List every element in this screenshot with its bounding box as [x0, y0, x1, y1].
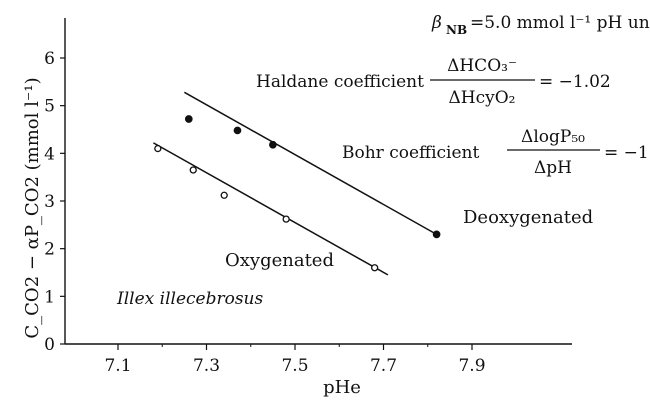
y-tick-label-5: 5: [44, 97, 55, 117]
bohr-label: Bohr coefficient: [342, 143, 480, 163]
data-point-oxygenated-2: [220, 191, 228, 199]
fit-line-deoxygenated: [184, 91, 437, 236]
x-tick-label-2: 7.5: [281, 356, 308, 376]
x-tick-label-1: 7.3: [193, 356, 220, 376]
x-tick-label-4: 7.9: [458, 356, 485, 376]
y-tick-label-4: 4: [44, 144, 55, 164]
data-point-oxygenated-0: [154, 144, 162, 153]
haldane-denominator: ΔHcyO₂: [449, 88, 516, 108]
fit-line-oxygenated: [153, 142, 389, 276]
bohr-numerator: ΔlogP₅₀: [521, 127, 585, 147]
bohr-value: = −1.07: [604, 143, 650, 163]
data-point-oxygenated-3: [282, 215, 290, 223]
x-tick-label-3: 7.7: [370, 356, 397, 376]
haldane-value: = −1.02: [539, 72, 611, 92]
data-point-oxygenated-4: [370, 264, 379, 272]
bohr-denominator: ΔpH: [534, 158, 572, 178]
beta-annotation: β NB =5.0 mmol l⁻¹ pH unit⁻¹: [431, 13, 650, 37]
y-tick-label-6: 6: [44, 49, 55, 69]
data-point-deoxygenated-1: [233, 126, 242, 135]
y-tick-label-1: 1: [44, 287, 55, 307]
beta-symbol: β: [431, 13, 442, 33]
y-axis-title: C_CO2 − αP_CO2 (mmol l⁻¹): [22, 77, 43, 338]
data-point-deoxygenated-2: [269, 140, 277, 149]
y-tick-label-3: 3: [44, 192, 55, 212]
beta-value: =5.0 mmol l⁻¹ pH unit⁻¹: [470, 13, 650, 33]
bohr-annotation: Bohr coefficient ΔlogP₅₀ ΔpH = −1.07: [342, 127, 650, 178]
data-point-oxygenated-1: [189, 166, 197, 174]
plot-area: 7.1 7.3 7.5 7.7 7.9 0 1 2 3 4 5 6: [44, 18, 572, 376]
y-tick-label-2: 2: [44, 240, 55, 260]
haldane-annotation: Haldane coefficient ΔHCO₃⁻ ΔHcyO₂ = −1.0…: [256, 56, 611, 108]
series-label-oxygenated: Oxygenated: [225, 250, 334, 271]
series-label-deoxygenated: Deoxygenated: [463, 207, 593, 228]
data-point-deoxygenated-3: [432, 230, 441, 239]
x-axis-title: pHe: [323, 377, 361, 398]
data-point-deoxygenated-0: [184, 115, 193, 123]
haldane-numerator: ΔHCO₃⁻: [447, 56, 517, 76]
x-tick-label-0: 7.1: [104, 356, 131, 376]
y-tick-label-0: 0: [44, 335, 55, 355]
haldane-label: Haldane coefficient: [256, 72, 424, 92]
beta-subscript: NB: [446, 23, 467, 37]
species-label: Illex illecebrosus: [116, 289, 264, 309]
